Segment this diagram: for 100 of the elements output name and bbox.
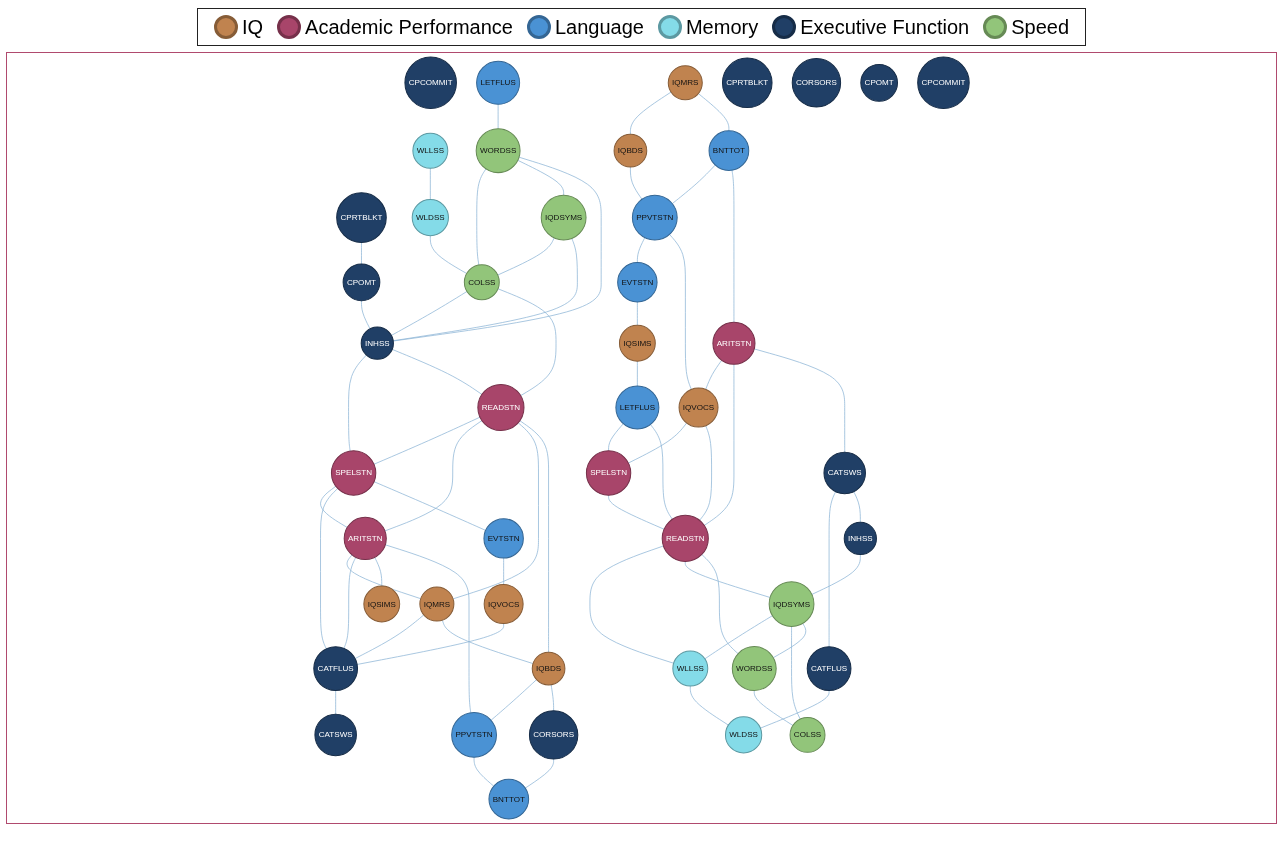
connector [669,234,692,390]
connector [452,422,539,600]
connector [689,685,729,726]
node-circle: WLLSS [672,650,709,687]
node-circle: IQVOCS [483,584,524,625]
node-circle: EVTSTN [483,518,524,559]
legend-label: Speed [1011,15,1069,39]
node-circle: CPOMT [342,263,381,302]
connector [343,556,357,649]
node-circle: IQVOCS [678,387,719,428]
connector [497,103,499,130]
node-circle: ARITSTN [712,321,756,365]
connector [429,235,468,274]
connector [628,422,688,464]
node-circle: CORSORS [528,710,579,760]
node-circle: INHSS [360,326,394,360]
node-circle: CATSWS [823,451,866,495]
connector [731,169,735,323]
node-circle: COLSS [463,264,500,301]
connector [550,684,554,712]
connector [384,544,472,714]
node-circle: IQBDS [613,133,648,168]
connector [760,690,830,729]
connector [698,93,730,132]
legend-label: Language [554,15,644,39]
node-circle: CPCOMMIT [917,56,970,110]
connector [429,167,431,200]
node-circle: CPCOMMIT [404,56,457,110]
connector [441,619,534,664]
node-circle: IQMRS [667,65,703,101]
node-circle: ARITSTN [343,516,387,560]
connector [335,690,337,715]
connector [354,614,425,659]
node-circle: IQDSYMS [540,194,587,241]
node-circle: WORDSS [731,646,777,691]
node-circle: CPOMT [860,63,898,102]
connector [608,494,665,530]
legend-label: Memory [685,15,759,39]
connector [503,557,504,585]
connector [497,288,557,396]
connector [630,91,672,135]
connector [650,424,673,520]
connector [519,420,549,653]
node-circle: SPELSTN [330,450,377,496]
connector [705,359,723,390]
node-circle: IQBDS [531,651,566,686]
node-circle: WLLSS [412,132,449,169]
node-circle: CPRTBLKT [721,57,773,109]
connector [753,690,794,726]
connector [671,164,716,204]
connector [699,425,712,521]
node-circle: READSTN [661,514,709,562]
connector [384,420,483,532]
connector [630,166,643,200]
connector [791,626,801,720]
connector [348,354,367,452]
node-circle: WORDSS [475,128,521,174]
node-circle: CORSORS [791,58,842,108]
connector [517,159,565,196]
node-circle: LETFLUS [476,60,521,105]
node-circle: INHSS [843,521,877,555]
connector [703,363,735,526]
connector [320,485,348,528]
connector [374,556,383,587]
connector [608,423,624,452]
connector [373,416,481,465]
connector [772,623,807,659]
node-circle: COLSS [789,716,826,753]
node-circle: CATSWS [314,713,357,757]
node-circle: PPVTSTN [451,711,497,758]
node-circle: READSTN [477,383,525,432]
node-circle: LETFLUS [615,385,660,430]
node-circle: WLDSS [411,198,449,237]
node-circle: CATFLUS [313,646,359,691]
connector [361,242,362,265]
node-circle: IQSIMS [618,324,656,362]
node-circle: IQDSYMS [768,581,815,627]
connector [811,554,861,595]
node-circle: PPVTSTN [631,194,678,241]
node-circle: CPRTBLKT [336,192,387,243]
legend-label: Executive Function [800,15,970,39]
connector [637,360,638,387]
connector [373,481,486,531]
connector [361,300,371,330]
node-circle: BNTTOT [708,130,750,172]
node-circle: IQSIMS [363,585,401,623]
connector [853,491,861,523]
connector [704,615,773,660]
connector [391,291,468,336]
connector [828,491,837,648]
connector [497,237,555,276]
connector [637,237,646,263]
connector [524,758,554,789]
connector [476,168,487,266]
connector [701,554,739,655]
connector [392,238,578,342]
node-circle: EVTSTN [617,262,658,303]
connector [684,561,771,598]
legend-label: Academic Performance [305,15,513,39]
node-circle: BNTTOT [488,778,530,820]
